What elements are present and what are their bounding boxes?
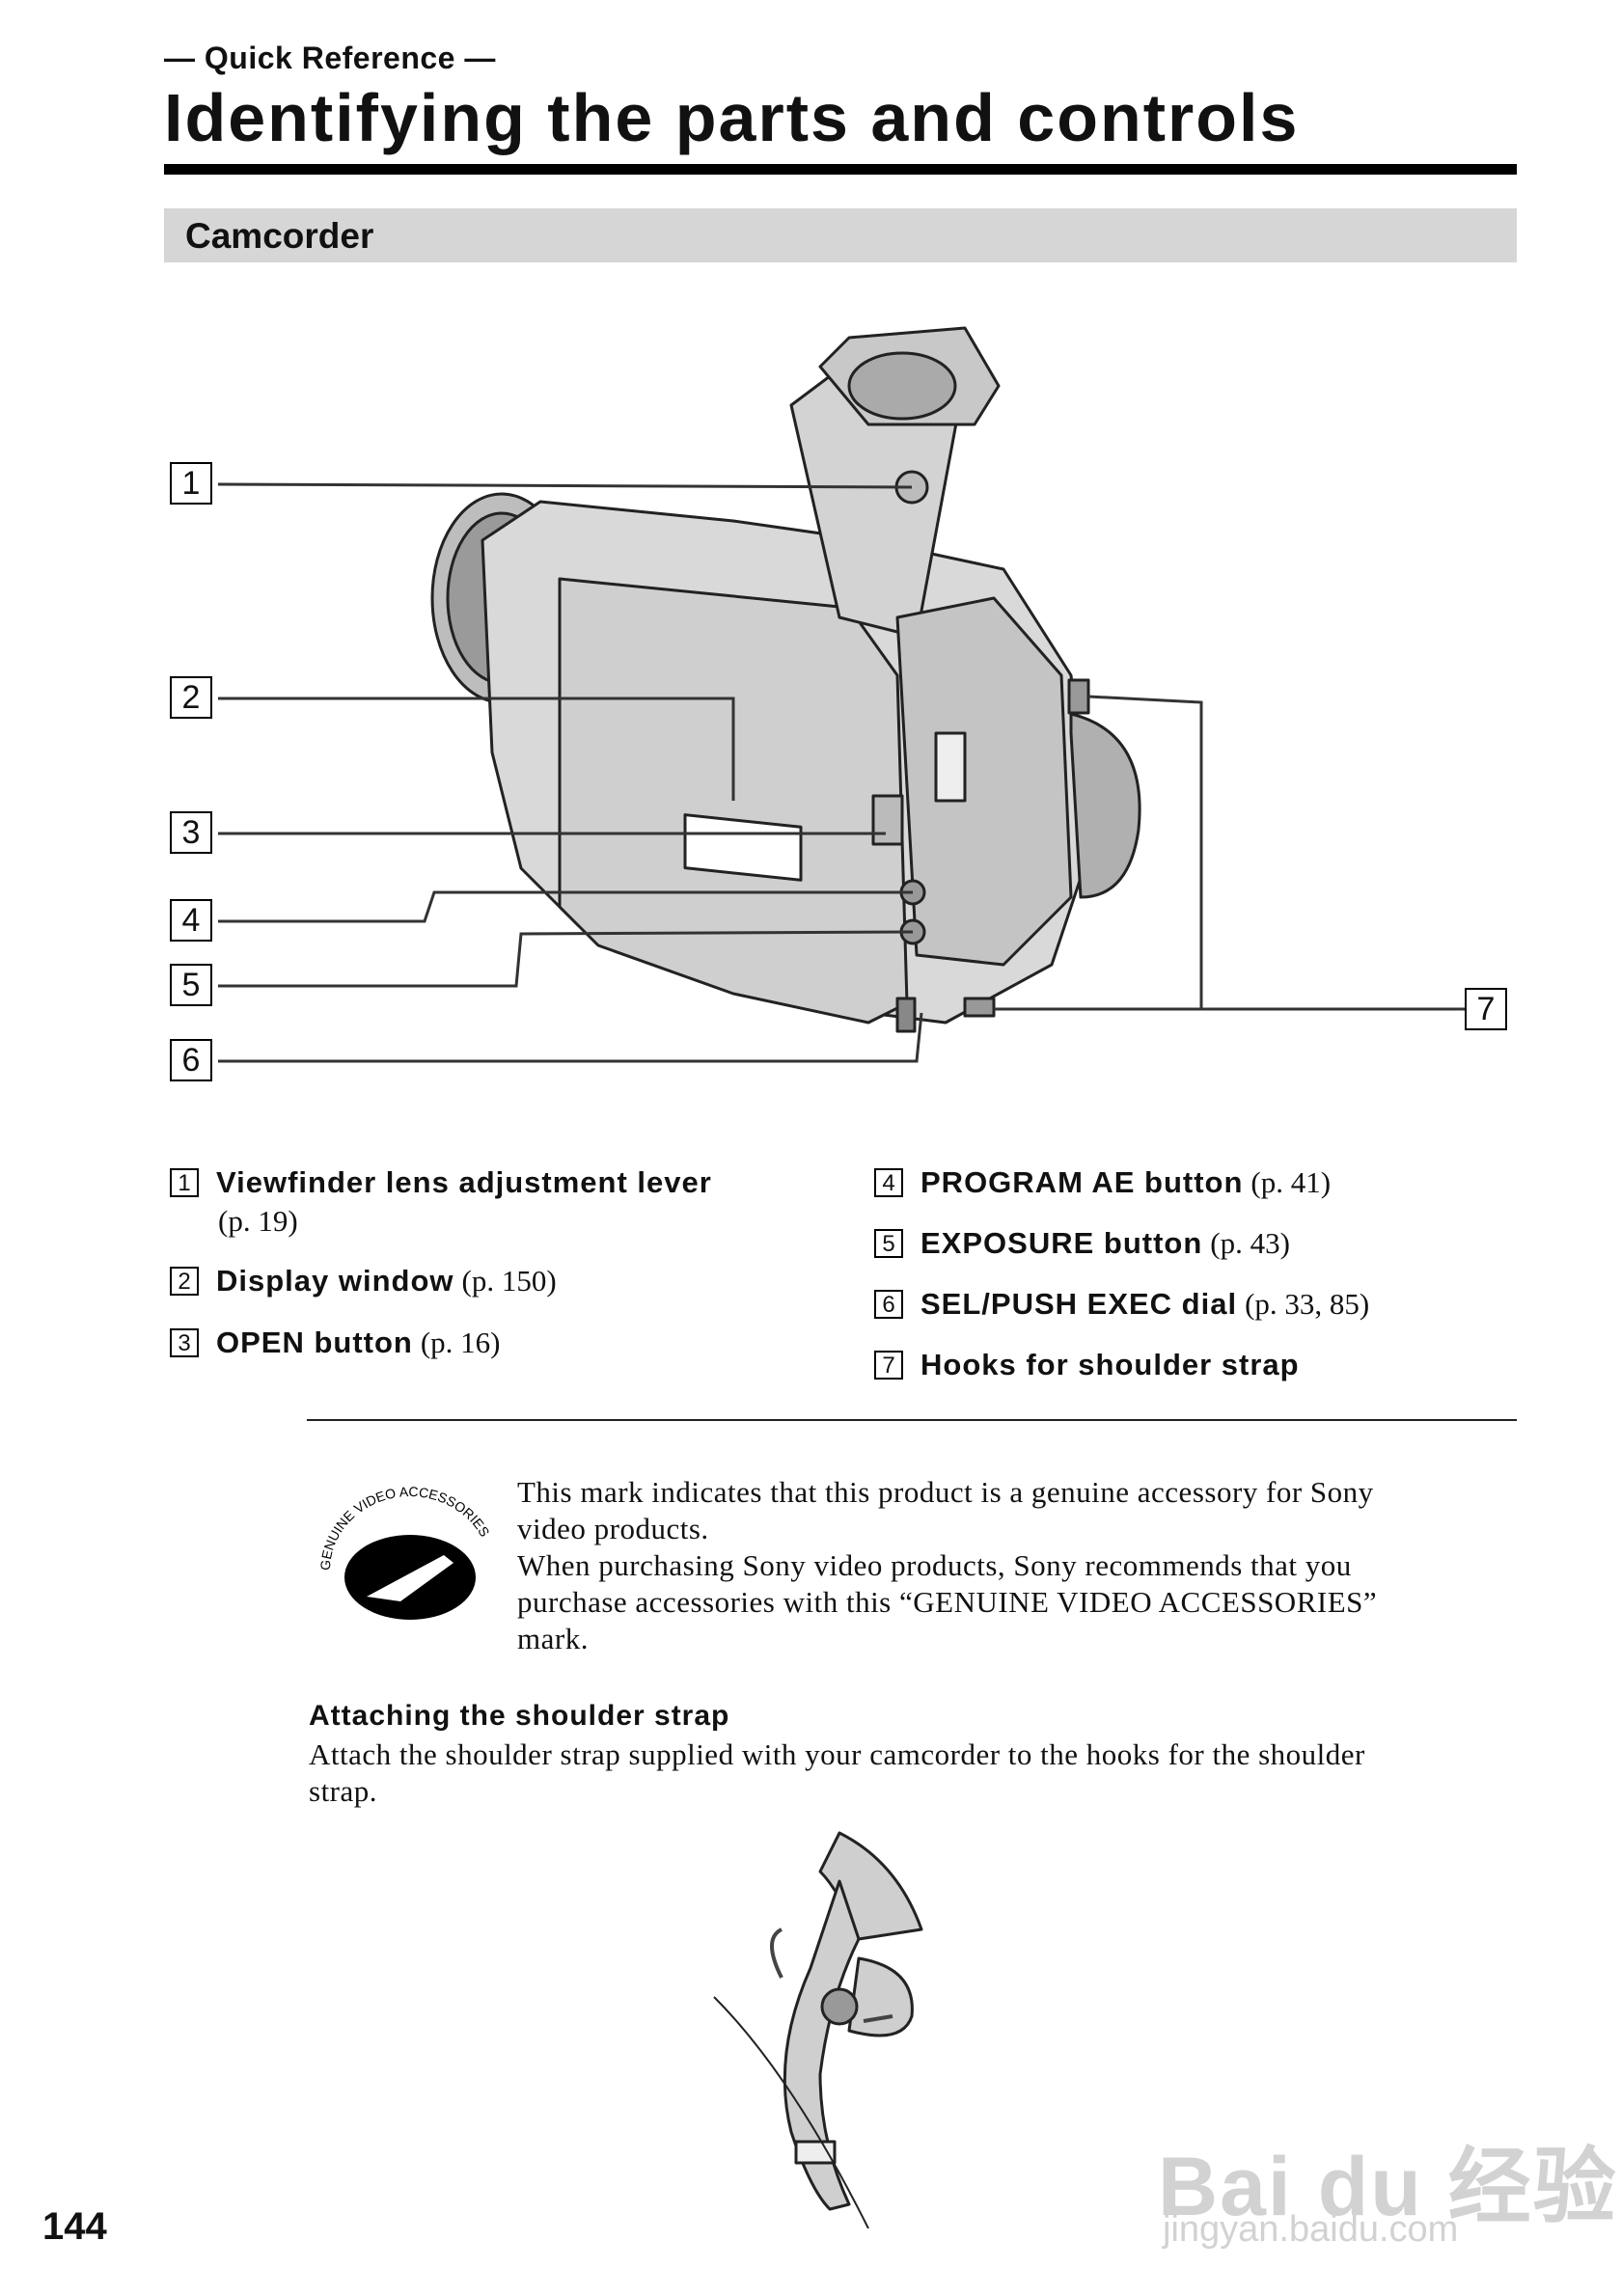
arrow-icon bbox=[770, 1927, 783, 1979]
legend-number: 7 bbox=[874, 1351, 903, 1380]
callout-3: 3 bbox=[170, 811, 212, 854]
note-line: This mark indicates that this product is… bbox=[517, 1475, 1374, 1509]
callout-2: 2 bbox=[170, 676, 212, 719]
callout-5: 5 bbox=[170, 964, 212, 1006]
open-button bbox=[871, 794, 904, 846]
legend-item-2: 2 Display window(p. 150) bbox=[170, 1262, 557, 1300]
note-line: mark. bbox=[517, 1622, 589, 1655]
callout-6: 6 bbox=[170, 1039, 212, 1081]
legend-label: EXPOSURE button bbox=[920, 1226, 1203, 1260]
shoulder-strap-illustration bbox=[713, 1831, 923, 2228]
strap-hook-bottom bbox=[963, 997, 996, 1018]
arrow-icon bbox=[863, 2014, 893, 2023]
watermark-url: jingyan.baidu.com bbox=[1163, 2209, 1459, 2250]
legend-page-ref: (p. 43) bbox=[1210, 1226, 1290, 1260]
legend-number: 5 bbox=[874, 1229, 903, 1258]
section-title: Camcorder bbox=[185, 216, 374, 256]
legend-label: Viewfinder lens adjustment lever bbox=[216, 1165, 712, 1199]
camcorder-diagram bbox=[217, 326, 1465, 1063]
callout-1: 1 bbox=[170, 462, 212, 505]
page-title: Identifying the parts and controls bbox=[164, 80, 1300, 155]
legend-label: Display window bbox=[216, 1264, 454, 1298]
callout-4: 4 bbox=[170, 899, 212, 942]
strap-line-icon bbox=[713, 1996, 869, 2228]
strap-line: strap. bbox=[309, 1774, 378, 1808]
eyepiece bbox=[847, 351, 957, 421]
note-line: video products. bbox=[517, 1512, 709, 1545]
legend-item-5: 5 EXPOSURE button(p. 43) bbox=[874, 1224, 1290, 1263]
legend-label: SEL/PUSH EXEC dial bbox=[920, 1287, 1238, 1321]
title-rule bbox=[164, 164, 1517, 175]
strap-hook-top bbox=[1067, 678, 1090, 715]
legend-item-4: 4 PROGRAM AE button(p. 41) bbox=[874, 1163, 1331, 1202]
legend-page-ref: (p. 150) bbox=[461, 1264, 557, 1298]
strap-ring bbox=[820, 1987, 859, 2026]
note-line: purchase accessories with this “GENUINE … bbox=[517, 1585, 1378, 1619]
legend-label: OPEN button bbox=[216, 1326, 413, 1359]
legend-item-3: 3 OPEN button(p. 16) bbox=[170, 1324, 501, 1362]
callout-7: 7 bbox=[1465, 988, 1507, 1030]
legend-item-6: 6 SEL/PUSH EXEC dial(p. 33, 85) bbox=[874, 1285, 1369, 1324]
strap-line: Attach the shoulder strap supplied with … bbox=[309, 1737, 1365, 1771]
legend-page-ref: (p. 19) bbox=[218, 1204, 298, 1238]
display-window bbox=[683, 813, 803, 882]
page-number: 144 bbox=[42, 2205, 107, 2248]
legend-number: 1 bbox=[170, 1168, 199, 1197]
legend-item-7: 7 Hooks for shoulder strap bbox=[874, 1346, 1300, 1384]
legend-page-ref: (p. 41) bbox=[1250, 1165, 1332, 1199]
legend-number: 4 bbox=[874, 1168, 903, 1197]
section-bar: Camcorder bbox=[164, 208, 1517, 262]
strap-pad bbox=[818, 1831, 923, 1941]
legend-number: 3 bbox=[170, 1328, 199, 1357]
legend-label: PROGRAM AE button bbox=[920, 1165, 1244, 1199]
section-divider bbox=[307, 1419, 1517, 1421]
legend-number: 2 bbox=[170, 1267, 199, 1296]
legend-page-ref: (p. 33, 85) bbox=[1245, 1287, 1370, 1321]
legend-item-1: 1 Viewfinder lens adjustment lever bbox=[170, 1163, 712, 1202]
legend-number: 6 bbox=[874, 1290, 903, 1319]
grip-strap bbox=[1069, 712, 1141, 899]
battery-compartment bbox=[895, 596, 1073, 967]
strap-loop bbox=[847, 1956, 914, 2037]
strap-buckle bbox=[794, 2140, 837, 2165]
sel-push-exec-dial bbox=[895, 997, 917, 1033]
note-line: When purchasing Sony video products, Son… bbox=[517, 1548, 1352, 1582]
strap-instructions: Attach the shoulder strap supplied with … bbox=[309, 1736, 1365, 1810]
legend-page-ref: (p. 16) bbox=[420, 1326, 501, 1359]
legend-label: Hooks for shoulder strap bbox=[920, 1348, 1300, 1381]
section-kicker: — Quick Reference — bbox=[164, 41, 496, 75]
genuine-accessories-logo: GENUINE VIDEO ACCESSORIES bbox=[317, 1484, 493, 1620]
battery-slot bbox=[934, 731, 967, 803]
accessory-note: This mark indicates that this product is… bbox=[517, 1474, 1377, 1657]
strap-heading: Attaching the shoulder strap bbox=[309, 1700, 730, 1732]
watermark-brand: Bai du 经验 bbox=[1158, 2141, 1618, 2233]
